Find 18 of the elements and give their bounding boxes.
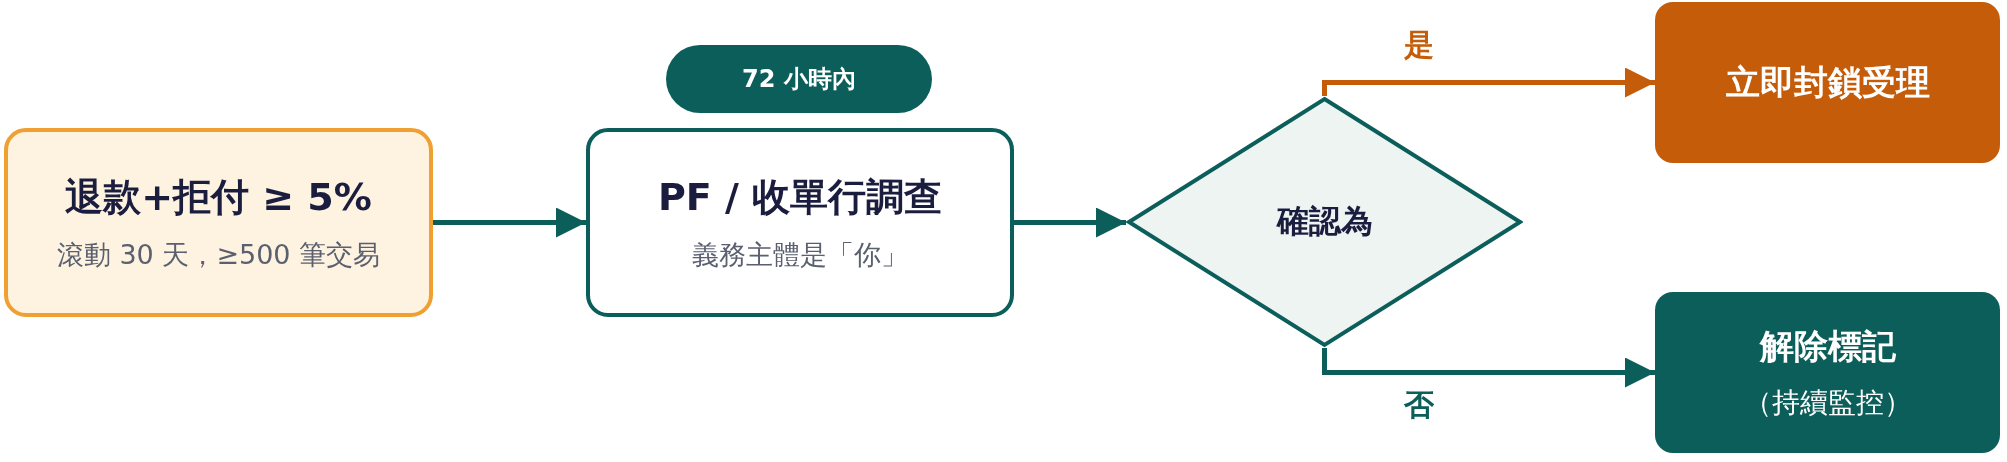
- node-title: PF / 收單行調查: [657, 174, 943, 221]
- arrow: [1014, 207, 1126, 238]
- action-box: [1655, 2, 2000, 163]
- arrow: [1322, 67, 1655, 98]
- result-box: [1655, 292, 2000, 453]
- node-subtitle: （持續監控）: [1743, 384, 1912, 421]
- node-title: 解除標記: [1759, 324, 1896, 368]
- node-title: 立即封鎖受理: [1725, 60, 1930, 104]
- condition-box: [4, 128, 433, 317]
- node-title: 72 小時內: [742, 64, 856, 95]
- decision-diamond: [1126, 96, 1523, 348]
- arrow: [1322, 348, 1655, 388]
- arrow: [433, 207, 586, 238]
- node-subtitle: 義務主體是「你」: [692, 238, 908, 272]
- process-box: [586, 128, 1014, 317]
- node-title: 確認為: [1276, 201, 1373, 242]
- node-subtitle: 滾動 30 天，≥500 筆交易: [56, 238, 381, 272]
- node-title: 退款+拒付 ≥ 5%: [65, 174, 372, 221]
